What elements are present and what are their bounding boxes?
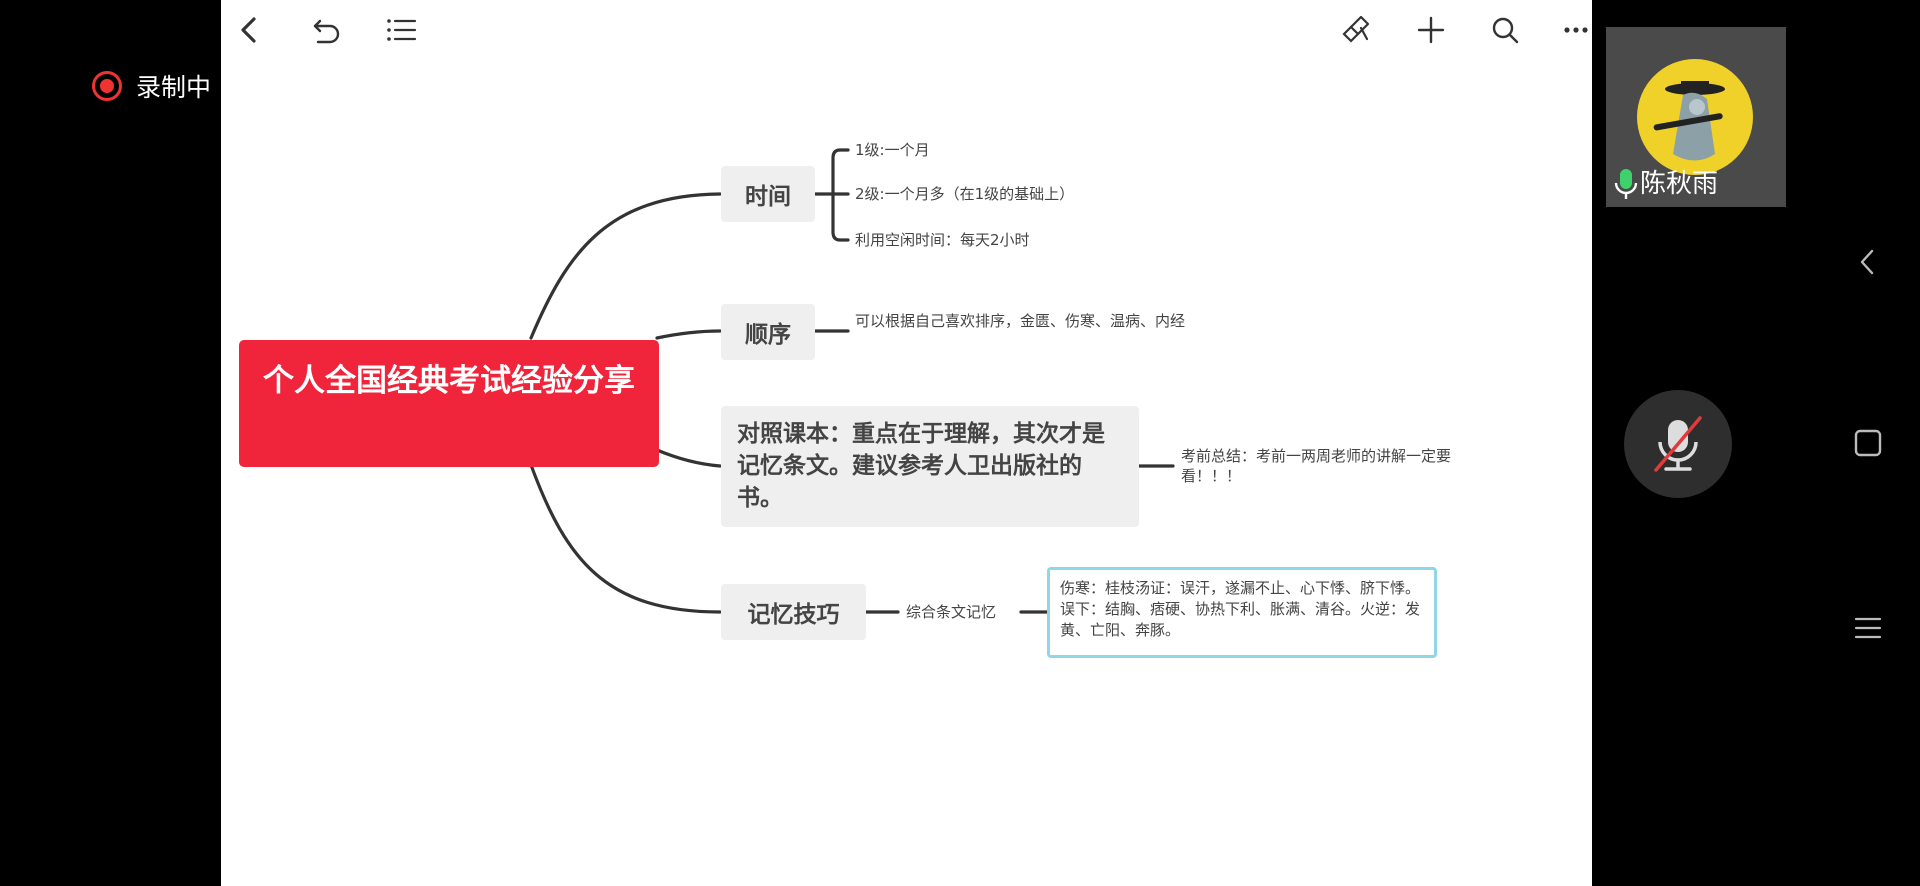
root-node-text: 个人全国经典考试经验分享	[263, 363, 635, 399]
branch-node-order-label: 顺序	[745, 315, 791, 349]
time-leaf-2[interactable]: 2级:一个月多（在1级的基础上）	[855, 184, 1074, 204]
branch-node-time[interactable]: 时间	[721, 166, 815, 222]
branch-node-memory[interactable]: 记忆技巧	[721, 584, 866, 640]
nav-recents-icon[interactable]	[1850, 610, 1886, 650]
branch-node-time-label: 时间	[745, 177, 791, 211]
participant-name: 陈秋雨	[1640, 163, 1718, 200]
memory-leaf-sub[interactable]: 综合条文记忆	[906, 602, 996, 622]
mindmap-document: 个人全国经典考试经验分享 时间 1级:一个月 2级:一个月多（在1级的基础上） …	[221, 0, 1592, 886]
recording-label: 录制中	[136, 68, 211, 104]
memory-detail-text: 伤寒：桂枝汤证：误汗，遂漏不止、心下悸、脐下悸。误下：结胸、痞硬、协热下利、胀满…	[1060, 579, 1420, 639]
branch-node-order[interactable]: 顺序	[721, 304, 815, 360]
textbook-leaf-note[interactable]: 考前总结：考前一两周老师的讲解一定要看！！！	[1181, 446, 1501, 486]
participant-video-tile[interactable]: 陈秋雨	[1606, 27, 1786, 207]
recording-indicator: 录制中	[92, 68, 211, 104]
branch-node-textbook-label: 对照课本：重点在于理解，其次才是记忆条文。建议参考人卫出版社的书。	[737, 421, 1105, 511]
memory-detail-node[interactable]: 伤寒：桂枝汤证：误汗，遂漏不止、心下悸、脐下悸。误下：结胸、痞硬、协热下利、胀满…	[1047, 567, 1437, 658]
root-node[interactable]: 个人全国经典考试经验分享	[239, 340, 659, 467]
time-leaf-3[interactable]: 利用空闲时间：每天2小时	[855, 230, 1030, 250]
mute-microphone-button[interactable]	[1624, 390, 1732, 498]
time-leaf-1[interactable]: 1级:一个月	[855, 140, 930, 160]
order-leaf-note[interactable]: 可以根据自己喜欢排序，金匮、伤寒、温病、内经	[855, 311, 1235, 331]
branch-node-textbook[interactable]: 对照课本：重点在于理解，其次才是记忆条文。建议参考人卫出版社的书。	[721, 406, 1139, 527]
participant-avatar	[1637, 59, 1753, 175]
nav-home-icon[interactable]	[1850, 425, 1886, 465]
mic-active-icon	[1614, 167, 1638, 201]
branch-node-memory-label: 记忆技巧	[748, 595, 840, 629]
mic-muted-icon	[1624, 390, 1732, 498]
nav-back-icon[interactable]	[1850, 244, 1886, 284]
record-icon	[92, 71, 122, 101]
